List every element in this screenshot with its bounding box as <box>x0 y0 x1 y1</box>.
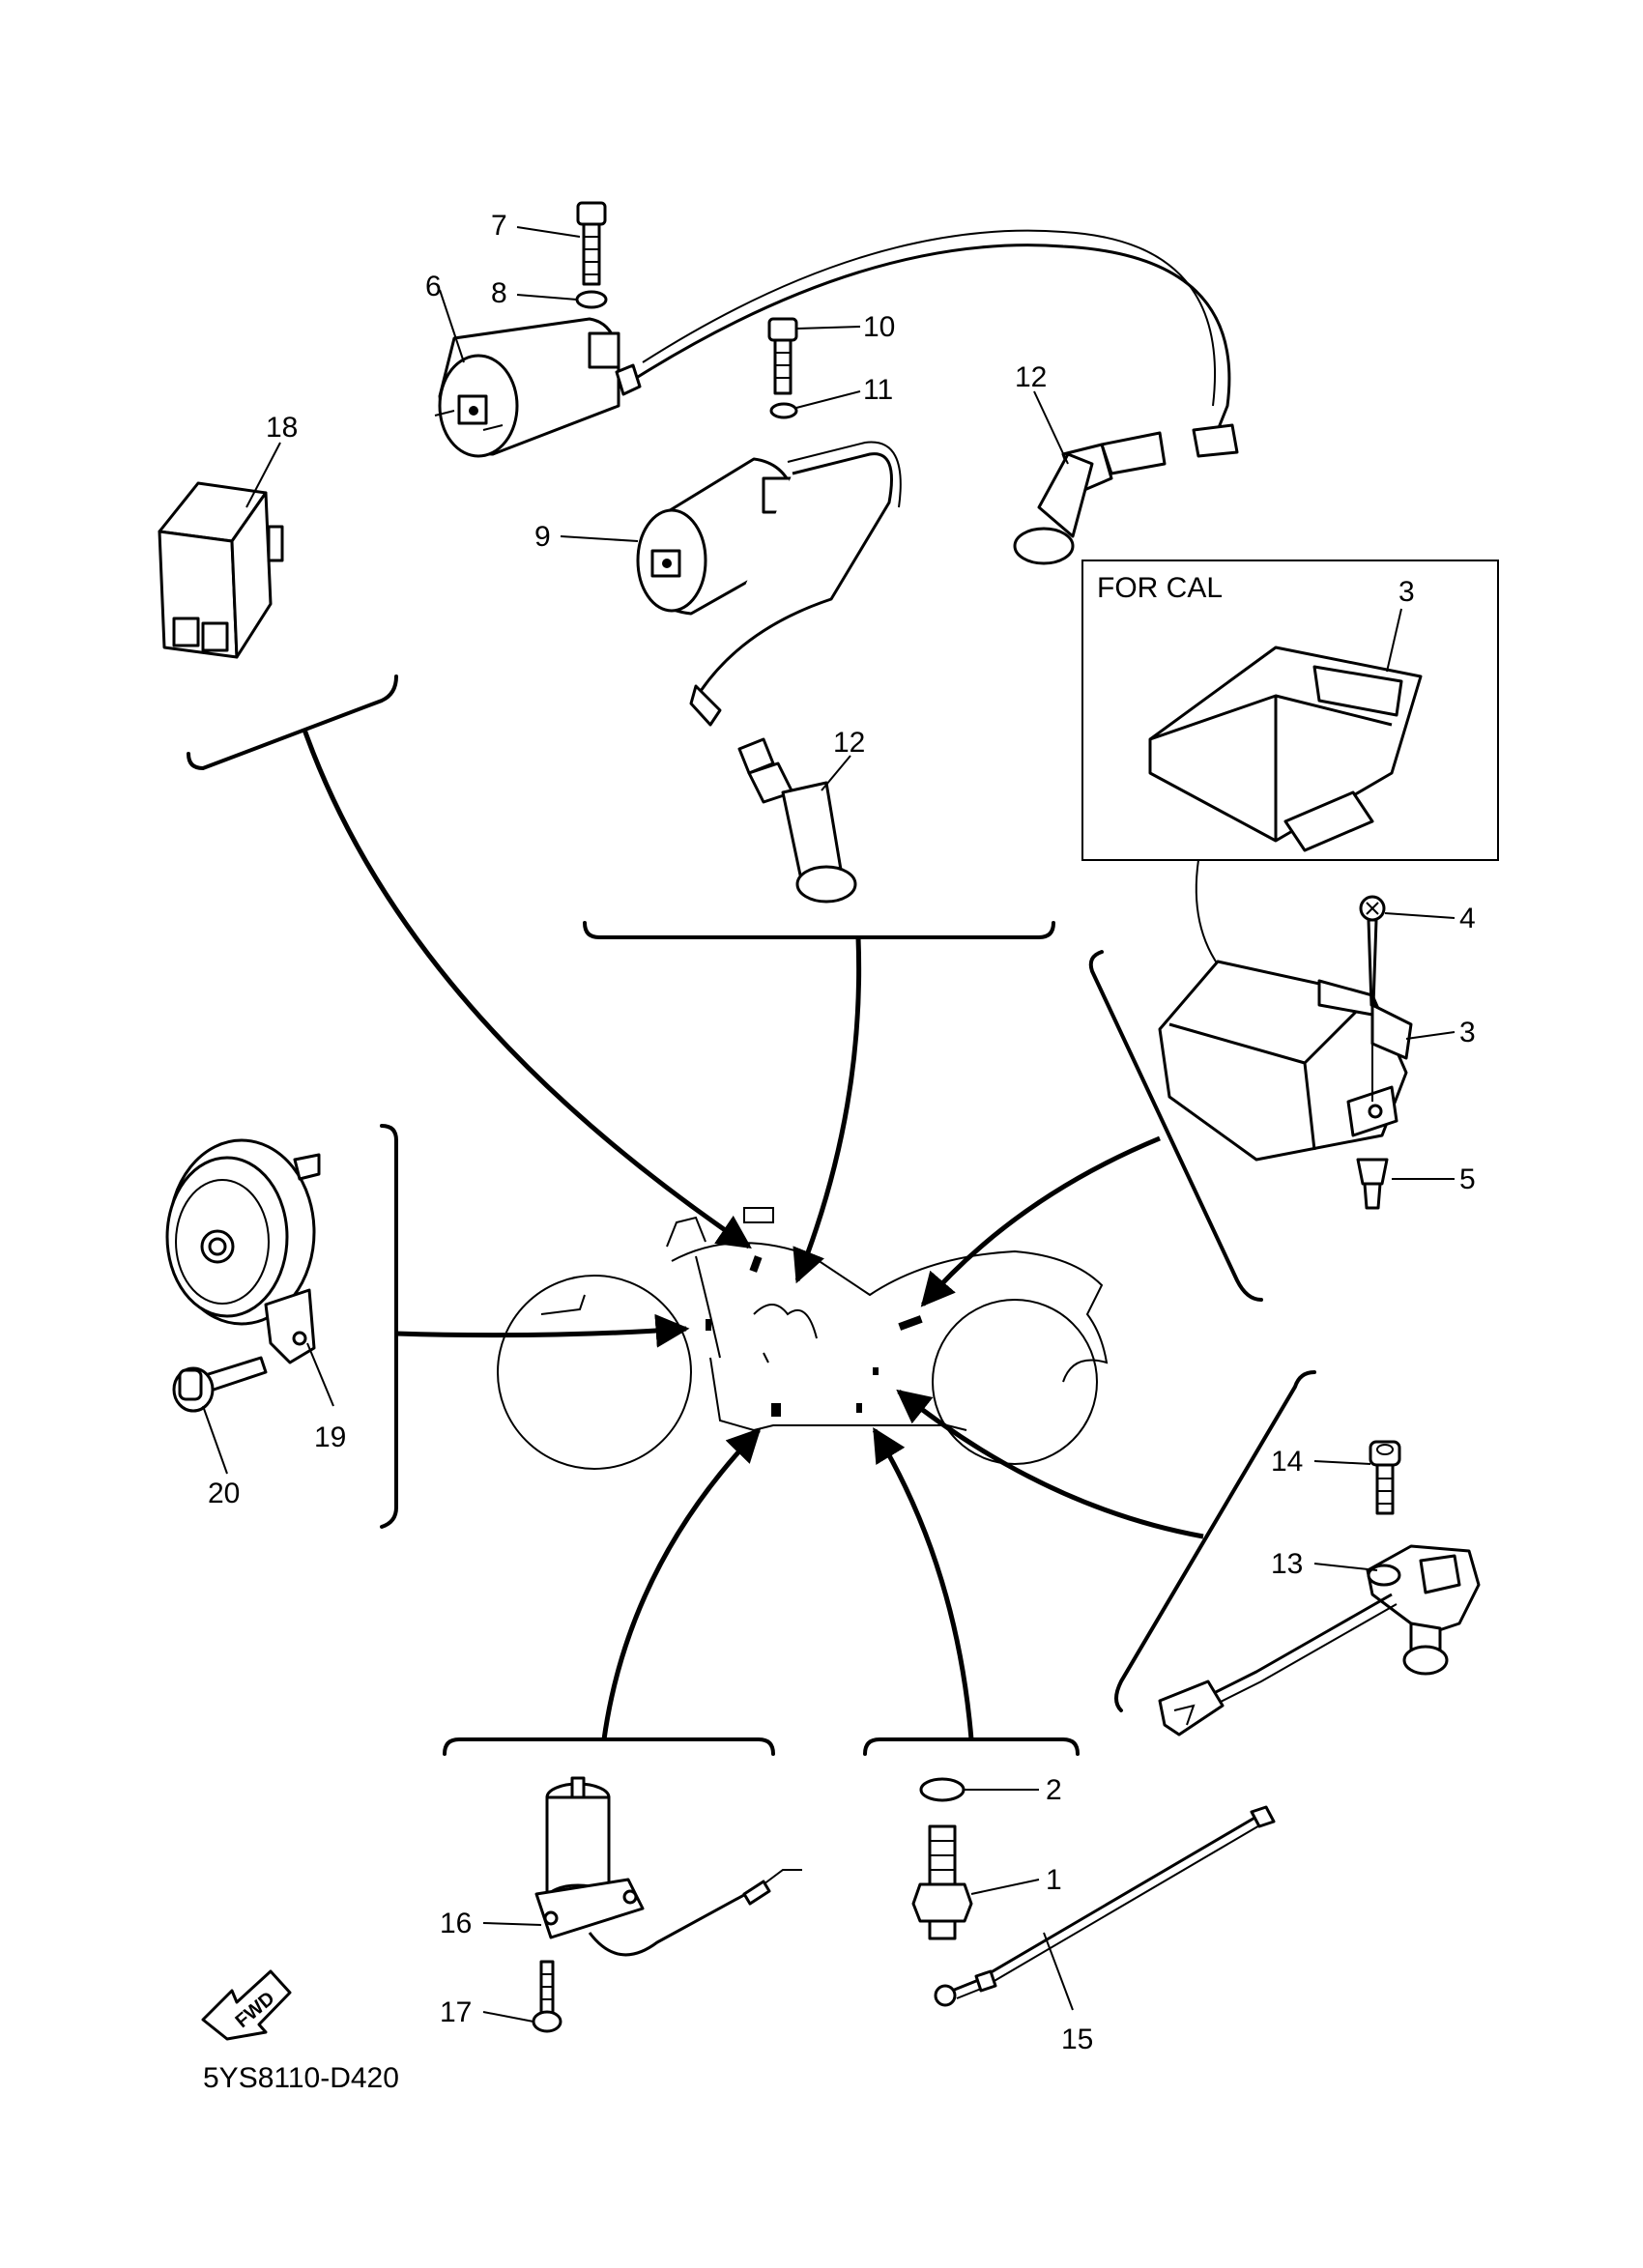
marker-coils <box>753 1304 818 1364</box>
leader-horn <box>395 1313 690 1348</box>
callout-5: 5 <box>1459 1163 1476 1195</box>
callout-line-19 <box>306 1342 334 1407</box>
leader-coils <box>793 936 862 1284</box>
callout-line-18 <box>245 442 281 508</box>
washer-8 <box>575 290 608 309</box>
lead-wire-15 <box>934 1805 1276 2007</box>
marker-sensor <box>873 1367 879 1375</box>
washer-11 <box>769 402 798 419</box>
callout-17: 17 <box>440 1996 472 2028</box>
callout-2: 2 <box>1046 1774 1062 1806</box>
leader-cdi <box>920 1135 1161 1307</box>
callout-16: 16 <box>440 1908 472 1939</box>
callout-line-6 <box>439 289 465 363</box>
marker-cdi <box>898 1315 923 1331</box>
bracket-fuel-sender <box>443 1737 775 1756</box>
sensor <box>1158 1544 1481 1737</box>
bolt-10 <box>767 317 798 395</box>
leader-fuel-sender <box>601 1427 762 1740</box>
bracket-relay <box>187 675 398 771</box>
callout-4: 4 <box>1459 903 1476 934</box>
callout-line-4 <box>1384 912 1456 919</box>
callout-9: 9 <box>534 521 551 553</box>
for-cal-title: FOR CAL <box>1097 572 1223 604</box>
gasket-2 <box>919 1777 966 1802</box>
callout-3b: 3 <box>1459 1017 1476 1048</box>
bracket-cdi <box>1088 950 1263 1302</box>
callout-7: 7 <box>491 210 507 242</box>
high-tension-lead-1-inner <box>642 229 1217 407</box>
fwd-arrow-icon: FWD <box>201 1969 292 2041</box>
callout-19: 19 <box>314 1421 346 1453</box>
bolt-20 <box>172 1356 268 1413</box>
callout-line-20 <box>202 1405 228 1475</box>
callout-15: 15 <box>1061 2024 1093 2055</box>
callout-line-3b <box>1405 1031 1456 1040</box>
bracket-sensor <box>1114 1370 1316 1712</box>
high-tension-lead-1 <box>637 244 1231 431</box>
callout-line-1 <box>970 1879 1040 1895</box>
callout-6: 6 <box>425 271 442 302</box>
marker-horn <box>706 1319 711 1331</box>
callout-line-15 <box>1043 1932 1074 2011</box>
horn <box>165 1138 321 1364</box>
screw-17 <box>532 1960 562 2033</box>
callout-line-13 <box>1313 1563 1378 1571</box>
inset-pointer <box>1195 859 1224 972</box>
callout-line-9 <box>560 535 639 542</box>
cdi-unit-inset <box>1148 646 1423 852</box>
leader-relay <box>302 729 752 1249</box>
callout-line-3a <box>1386 608 1402 673</box>
callout-line-16 <box>482 1922 542 1926</box>
neutral-switch-1 <box>911 1824 973 1940</box>
leader-neutral-switch <box>872 1427 974 1740</box>
plug-cap-lower <box>737 737 857 904</box>
marker-fuel-sender <box>771 1403 781 1417</box>
callout-12b: 12 <box>833 727 865 759</box>
drawing-code: 5YS8110-D420 <box>203 2062 399 2094</box>
callout-line-11 <box>795 390 861 409</box>
callout-14: 14 <box>1271 1446 1303 1478</box>
callout-line-7 <box>516 226 581 238</box>
ignition-coil-1 <box>434 317 642 458</box>
relay-unit <box>158 481 284 659</box>
cdi-unit <box>1158 960 1413 1162</box>
bracket-neutral-switch <box>863 1737 1080 1756</box>
callout-line-12a <box>1033 390 1069 465</box>
callout-line-14 <box>1313 1460 1371 1465</box>
motorcycle-outline <box>497 1207 1109 1470</box>
callout-20: 20 <box>208 1478 240 1509</box>
callout-3a: 3 <box>1398 576 1415 608</box>
ignition-coil-2 <box>636 441 902 727</box>
bolt-7 <box>576 201 607 286</box>
callout-line-10 <box>796 326 861 330</box>
marker-neutral-switch <box>856 1403 862 1413</box>
plug-cap-upper <box>1013 423 1239 565</box>
callout-11: 11 <box>863 374 893 406</box>
callout-line-12b <box>821 755 851 791</box>
grommet-5 <box>1356 1158 1389 1210</box>
bracket-coil-group <box>583 921 1055 939</box>
callout-line-17 <box>482 2011 534 2023</box>
callout-8: 8 <box>491 277 507 309</box>
callout-12a: 12 <box>1015 361 1047 393</box>
screw-4 <box>1359 895 1386 1102</box>
bracket-horn <box>380 1124 398 1529</box>
callout-1: 1 <box>1046 1864 1062 1896</box>
marker-relay <box>749 1255 763 1273</box>
callout-18: 18 <box>266 412 298 444</box>
bolt-14 <box>1369 1440 1401 1515</box>
callout-10: 10 <box>863 311 895 343</box>
leader-sensor <box>896 1389 1204 1539</box>
fuel-sender <box>534 1776 802 1957</box>
callout-13: 13 <box>1271 1548 1303 1580</box>
callout-line-8 <box>516 294 578 301</box>
